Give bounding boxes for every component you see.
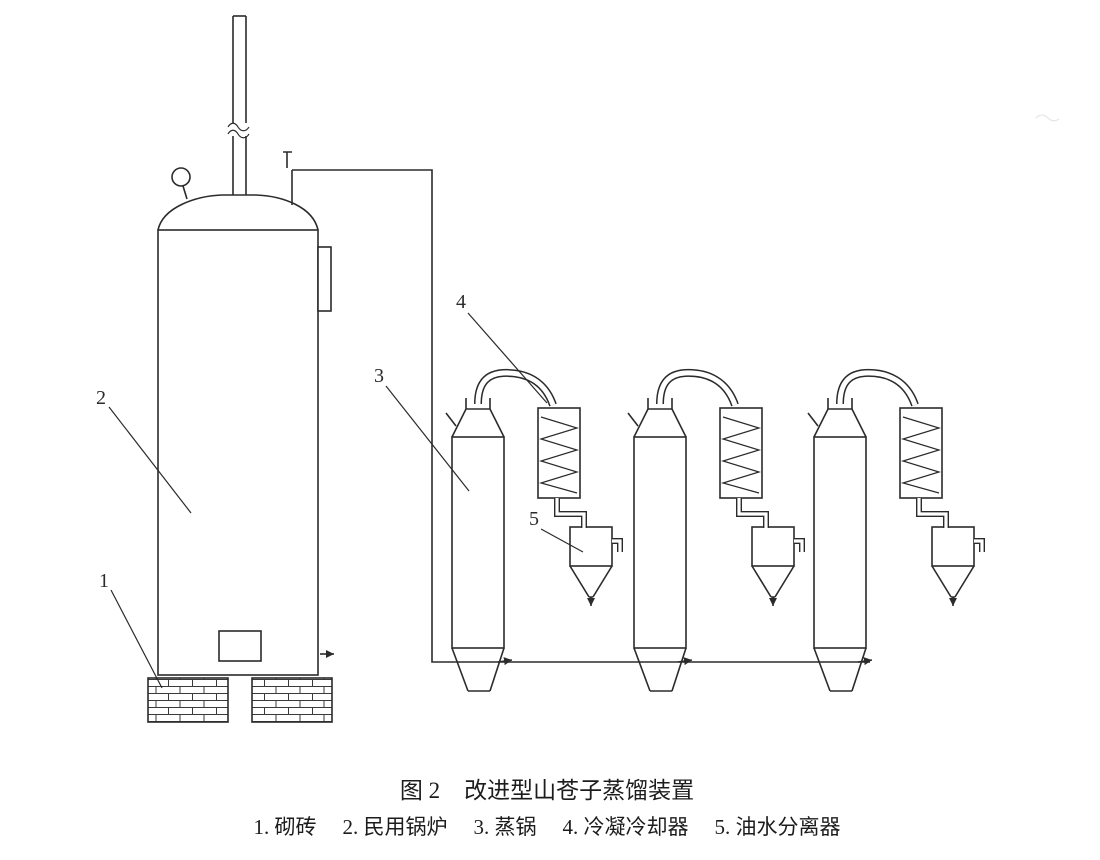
fire-door (218, 630, 262, 662)
scan-speck (1035, 114, 1060, 122)
side-gauge-box (317, 246, 332, 312)
legend-item-1: 1. 砌砖 (254, 815, 317, 839)
legend-item-4: 4. 冷凝冷却器 (563, 815, 689, 839)
figure-caption: 图 2 改进型山苍子蒸馏装置 1. 砌砖 2. 民用锅炉 3. 蒸锅 4. 冷凝冷却器 5… (254, 778, 841, 839)
leader-line-3 (385, 385, 470, 492)
legend-item-2: 2. 民用锅炉 (343, 815, 448, 839)
boiler-assembly (147, 15, 334, 723)
leader-line-1 (110, 589, 163, 689)
callout-5: 5 (529, 508, 539, 530)
boiler-shell (157, 229, 319, 676)
callout-1: 1 (99, 570, 109, 592)
pressure-gauge (171, 167, 191, 200)
brick-base-left (147, 677, 229, 723)
caption-fig-no: 图 2 (400, 778, 440, 803)
callout-2: 2 (96, 387, 106, 409)
leader-line-2 (108, 406, 192, 514)
flow-arrow-2 (677, 657, 693, 666)
safety-valve-tick (283, 151, 292, 168)
flow-arrow-3 (857, 657, 873, 666)
distillation-train-1 (446, 373, 620, 691)
boiler-dome (157, 194, 319, 231)
distillation-train-2 (628, 373, 802, 691)
leader-line-4 (467, 312, 548, 404)
caption-line: 图 2 改进型山苍子蒸馏装置 (400, 778, 694, 803)
leader-line-5 (540, 528, 584, 553)
legend-item-3: 3. 蒸锅 (474, 815, 537, 839)
chimney-break-squiggle (227, 122, 250, 139)
steam-piping (283, 151, 873, 666)
chimney (227, 15, 250, 195)
steam-header (292, 169, 870, 663)
caption-legend: 1. 砌砖 2. 民用锅炉 3. 蒸锅 4. 冷凝冷却器 5. 油水分离器 (254, 815, 841, 839)
caption-title: 改进型山苍子蒸馏装置 (464, 778, 694, 803)
callout-3: 3 (374, 365, 384, 387)
callout-4: 4 (456, 291, 466, 313)
distillation-train-3 (808, 373, 982, 691)
callouts: 1 2 3 4 5 (96, 291, 584, 689)
legend-item-5: 5. 油水分离器 (715, 815, 841, 839)
brick-base-right (251, 677, 333, 723)
